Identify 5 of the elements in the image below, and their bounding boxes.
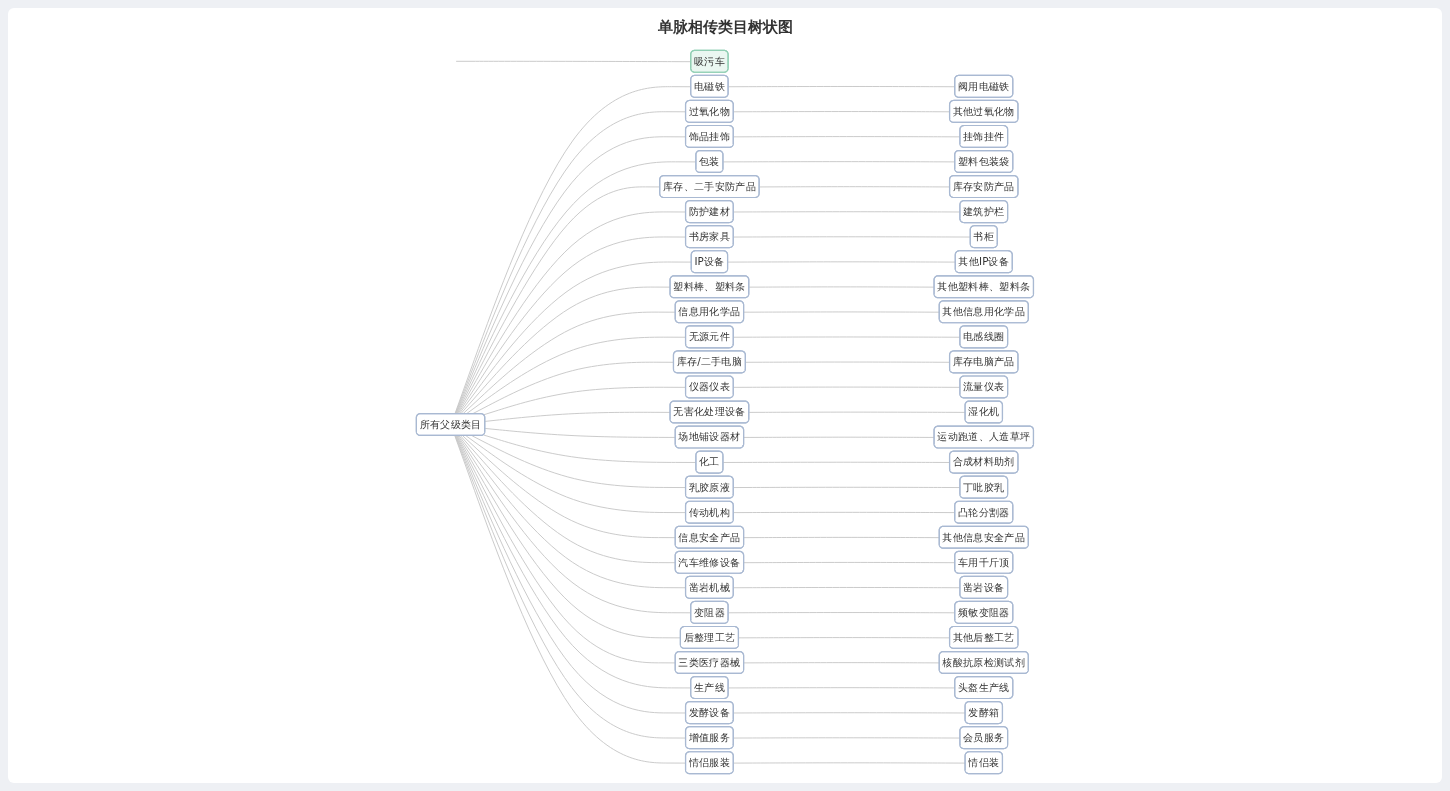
connector <box>743 436 935 438</box>
connector <box>460 286 671 415</box>
connector <box>484 411 671 422</box>
chart-title: 单脉相传类目树状图 <box>657 18 793 37</box>
connector <box>748 286 935 288</box>
